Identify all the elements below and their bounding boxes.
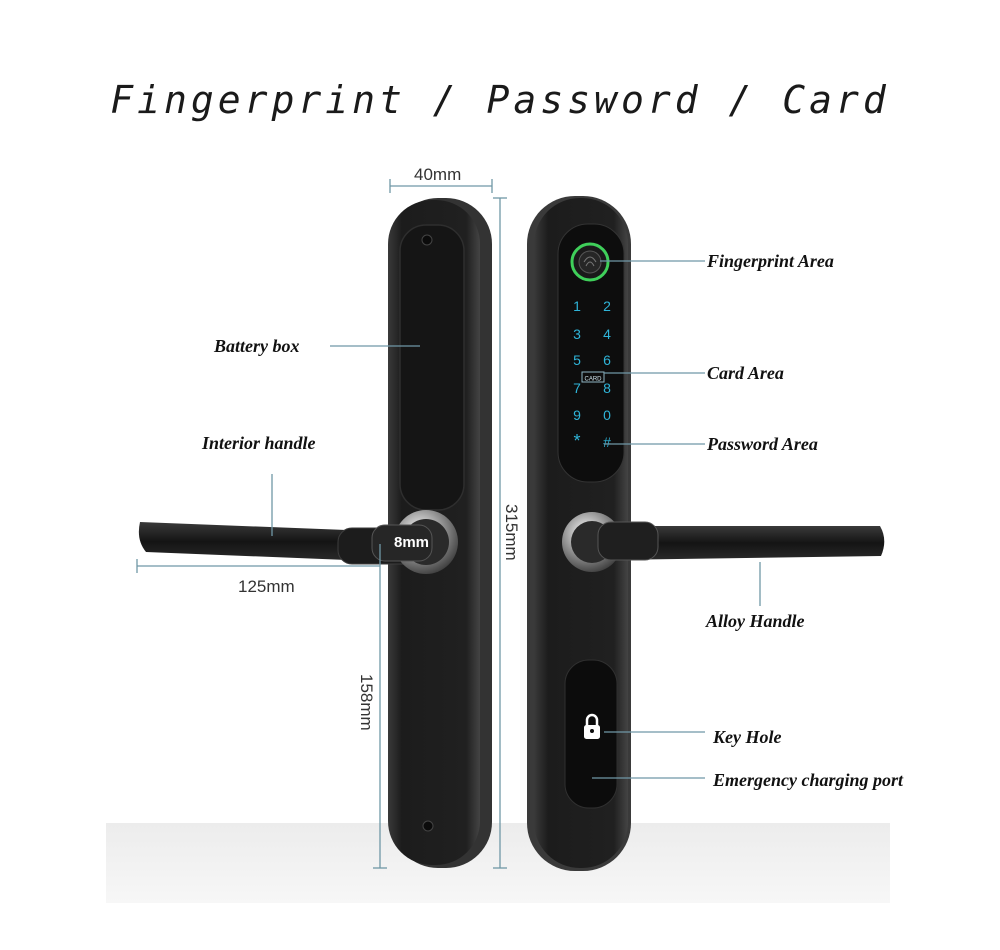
dim-height: 315mm bbox=[502, 504, 521, 561]
keypad-key-6: 6 bbox=[603, 352, 611, 368]
card-reader bbox=[581, 371, 605, 383]
keypad-key-star: * bbox=[573, 431, 580, 451]
label-password-area: Password Area bbox=[707, 434, 818, 454]
keypad-key-1: 1 bbox=[573, 298, 581, 314]
card-label: CARD bbox=[584, 377, 602, 383]
callout-leaders bbox=[271, 260, 761, 779]
dimension-lines bbox=[136, 179, 507, 869]
keypad-key-3: 3 bbox=[573, 326, 581, 342]
keypad-key-9: 9 bbox=[573, 407, 581, 423]
keypad-key-7: 7 bbox=[573, 380, 581, 396]
label-card-area: Card Area bbox=[707, 363, 784, 383]
keypad-key-5: 5 bbox=[573, 352, 581, 368]
label-interior-handle: Interior handle bbox=[202, 433, 316, 453]
label-alloy-handle: Alloy Handle bbox=[706, 611, 805, 631]
label-emergency-port: Emergency charging port bbox=[713, 770, 904, 790]
interior-handle bbox=[138, 510, 458, 574]
battery-screw bbox=[421, 234, 433, 246]
bottom-screw bbox=[422, 820, 434, 832]
keypad-panel bbox=[557, 223, 625, 483]
label-key-hole: Key Hole bbox=[713, 727, 782, 747]
battery-cover bbox=[399, 224, 465, 511]
keypad-key-hash: # bbox=[603, 434, 611, 450]
keypad-keys: 1 2 3 4 5 6 7 8 9 0 * # CARD bbox=[573, 298, 611, 451]
keypad-key-4: 4 bbox=[603, 326, 611, 342]
dim-handle-height: 158mm bbox=[357, 674, 376, 731]
floor-strip bbox=[106, 823, 890, 903]
keypad-key-8: 8 bbox=[603, 380, 611, 396]
page-title: Fingerprint / Password / Card bbox=[110, 78, 890, 122]
dim-width: 40mm bbox=[414, 165, 462, 184]
keypad-key-0: 0 bbox=[603, 407, 611, 423]
padlock-icon bbox=[584, 713, 600, 739]
dim-spindle: 8mm bbox=[394, 534, 430, 551]
label-battery-box: Battery box bbox=[214, 336, 300, 356]
alloy-handle bbox=[562, 512, 885, 572]
keypad-key-2: 2 bbox=[603, 298, 611, 314]
dim-handle-length: 125mm bbox=[238, 577, 295, 596]
label-fingerprint-area: Fingerprint Area bbox=[707, 251, 834, 271]
